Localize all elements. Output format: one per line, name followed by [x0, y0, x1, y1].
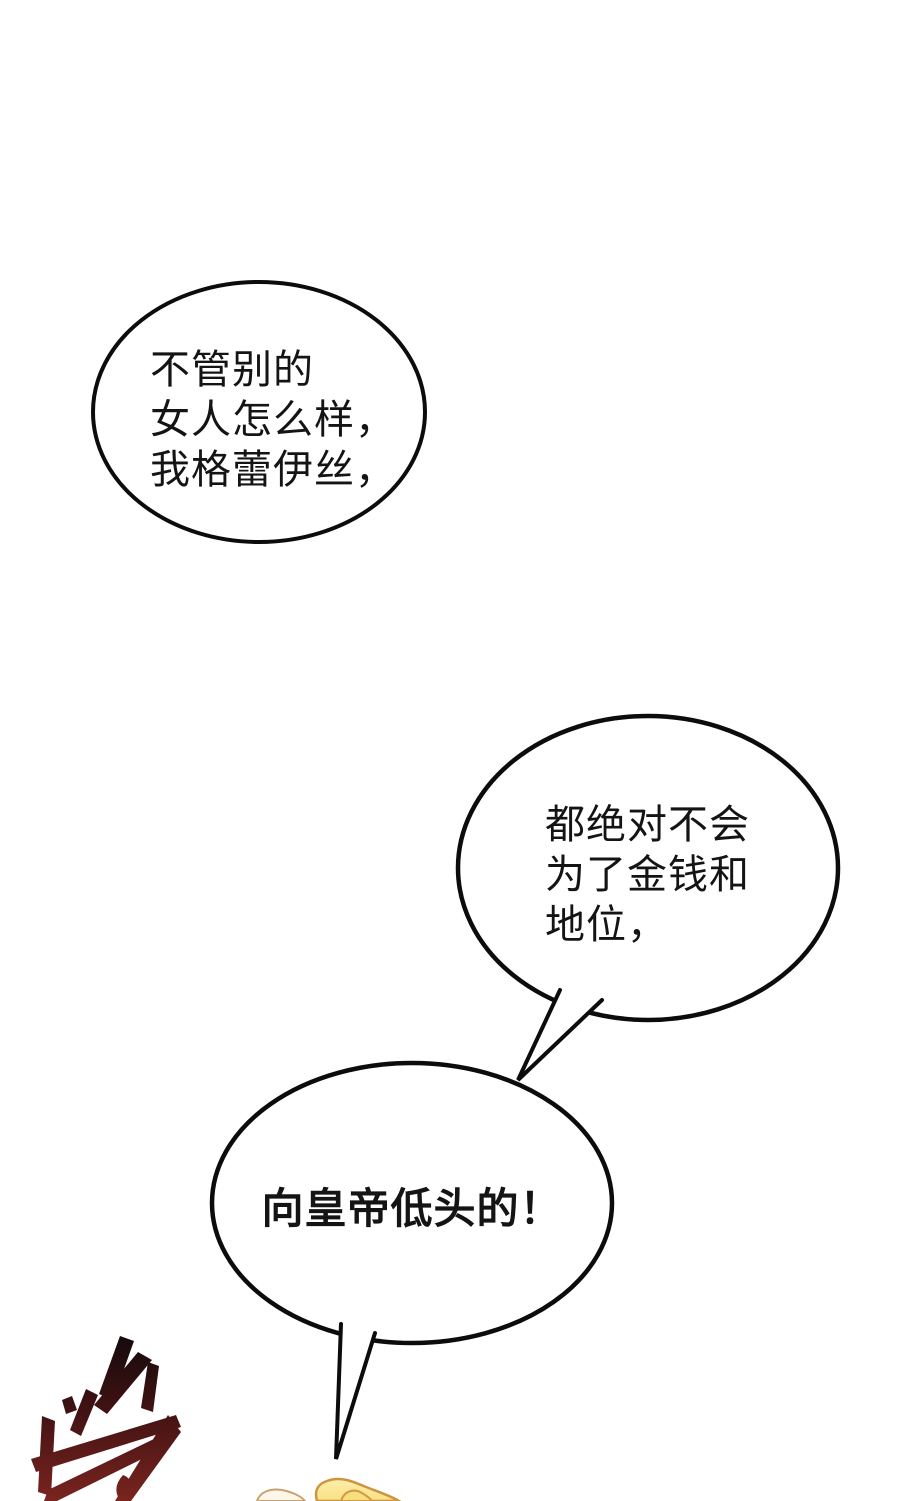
bubble-2-line-2: 为了金钱和	[545, 853, 750, 897]
speech-bubble-3-tail	[334, 1322, 377, 1460]
bubble-2-line-3: 地位，	[545, 903, 668, 947]
brush-sfx	[31, 1336, 181, 1501]
speech-bubble-2-tail	[516, 988, 604, 1082]
speech-bubble-2-outline	[455, 713, 841, 1023]
skin-shape	[255, 1488, 307, 1501]
bubble-1-line-2: 女人怎么样，	[150, 398, 396, 442]
blonde-hair	[314, 1477, 402, 1501]
bubble-2-line-1: 都绝对不会	[545, 803, 750, 847]
bubble-1-line-1: 不管别的	[150, 348, 314, 392]
speech-bubble-2-text: 都绝对不会 为了金钱和 地位，	[545, 800, 750, 950]
speech-bubble-1-text: 不管别的 女人怎么样， 我格蕾伊丝，	[150, 345, 396, 495]
hair-strand	[339, 1489, 374, 1501]
bubble-1-line-3: 我格蕾伊丝，	[150, 448, 396, 492]
bubble-3-line-1: 向皇帝低头的！	[261, 1185, 563, 1232]
speech-bubble-3-text: 向皇帝低头的！	[212, 1184, 612, 1234]
speech-bubble-3-outline	[209, 1060, 615, 1346]
speech-bubble-1-outline	[91, 280, 427, 544]
